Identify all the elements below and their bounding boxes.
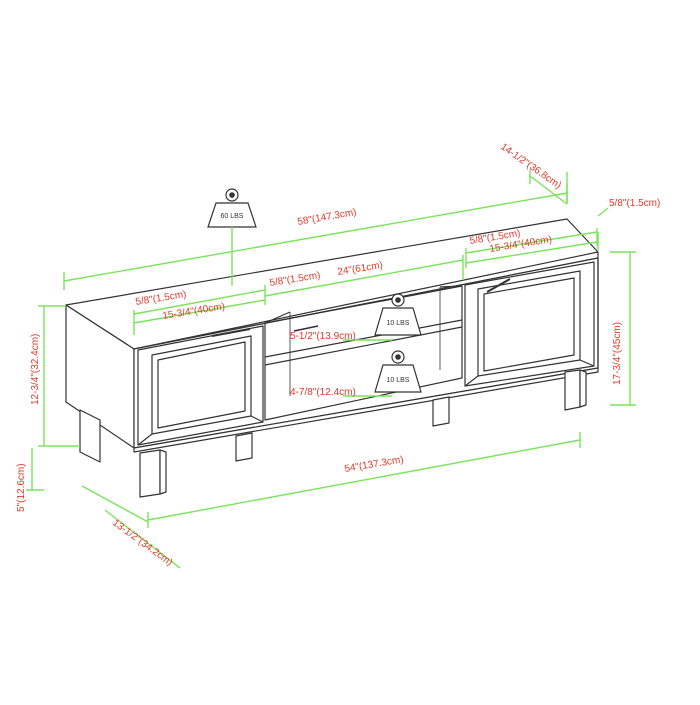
top-weight-icon — [207, 188, 257, 228]
upper-opening-label: 5-1/2"(13.9cm) — [290, 331, 356, 342]
lower-opening-label: 4-7/8"(12.4cm) — [290, 387, 356, 398]
leg-height-label: 5"(12.6cm) — [16, 463, 27, 512]
cabinet-height-label: 12-3/4"(32.4cm) — [30, 334, 41, 405]
base-width-label: 54"(137.3cm) — [344, 454, 405, 475]
overall-height-label: 17-3/4"(45cm) — [612, 322, 623, 385]
dimension-lines — [26, 170, 636, 569]
top-weight-label: 60 LBS — [221, 213, 244, 220]
left-door — [137, 325, 264, 446]
overall-width-label: 58"(147.3cm) — [297, 207, 358, 228]
upper-shelf-weight-label: 10 LBS — [387, 320, 410, 327]
top-thickness-label: 5/8"(1.5cm) — [609, 198, 660, 209]
legs — [79, 369, 587, 498]
base-depth-label: 13-1/2"(34.2cm) — [110, 518, 174, 569]
tv-stand-drawing — [65, 218, 599, 498]
upper-shelf-weight-icon — [374, 293, 422, 336]
right-door — [464, 261, 595, 387]
lower-shelf-weight-icon — [374, 350, 422, 393]
lower-shelf-weight-label: 10 LBS — [387, 377, 410, 384]
